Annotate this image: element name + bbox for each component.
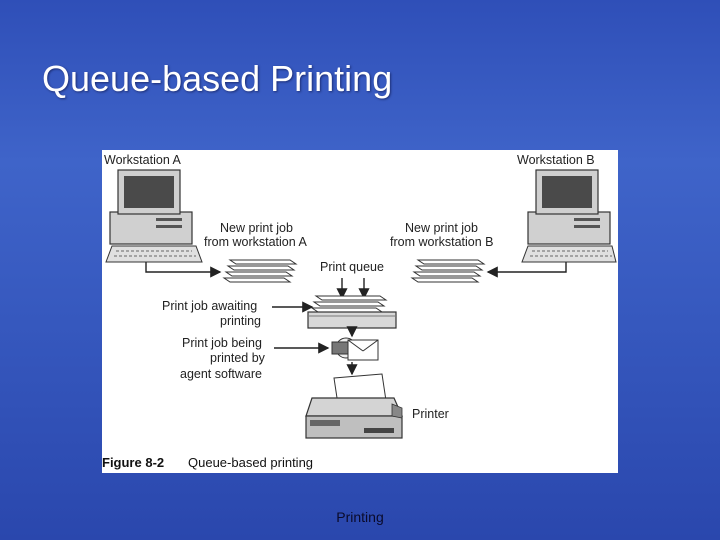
arrow-ws-a xyxy=(146,262,220,272)
new-job-b-line2: from workstation B xyxy=(390,235,494,249)
being-printed-line1: Print job being xyxy=(182,336,262,350)
figure-caption-text: Queue-based printing xyxy=(188,455,313,470)
workstation-a-icon xyxy=(106,170,202,262)
job-stack-b-icon xyxy=(412,260,484,282)
print-queue-label: Print queue xyxy=(320,260,384,274)
figure-caption-number: Figure 8-2 xyxy=(102,455,164,470)
new-job-a-line1: New print job xyxy=(220,221,293,235)
awaiting-line1: Print job awaiting xyxy=(162,299,257,313)
agent-job-icon xyxy=(332,338,378,360)
awaiting-line2: printing xyxy=(220,314,261,328)
workstation-a-label: Workstation A xyxy=(104,153,182,167)
new-job-b-line1: New print job xyxy=(405,221,478,235)
workstation-b-label: Workstation B xyxy=(517,153,595,167)
slide-title: Queue-based Printing xyxy=(42,58,392,100)
being-printed-line2: printed by xyxy=(210,351,266,365)
diagram-svg: Workstation A Workstation B New print jo… xyxy=(102,150,618,473)
new-job-a-line2: from workstation A xyxy=(204,235,307,249)
printer-label: Printer xyxy=(412,407,449,421)
being-printed-line3: agent software xyxy=(180,367,262,381)
workstation-b-icon xyxy=(522,170,616,262)
job-stack-a-icon xyxy=(224,260,296,282)
printer-icon xyxy=(306,374,402,438)
arrow-ws-b xyxy=(488,262,566,272)
slide-footer: Printing xyxy=(0,509,720,525)
print-queue-tray-icon xyxy=(308,296,396,328)
diagram-figure: Workstation A Workstation B New print jo… xyxy=(102,150,618,473)
